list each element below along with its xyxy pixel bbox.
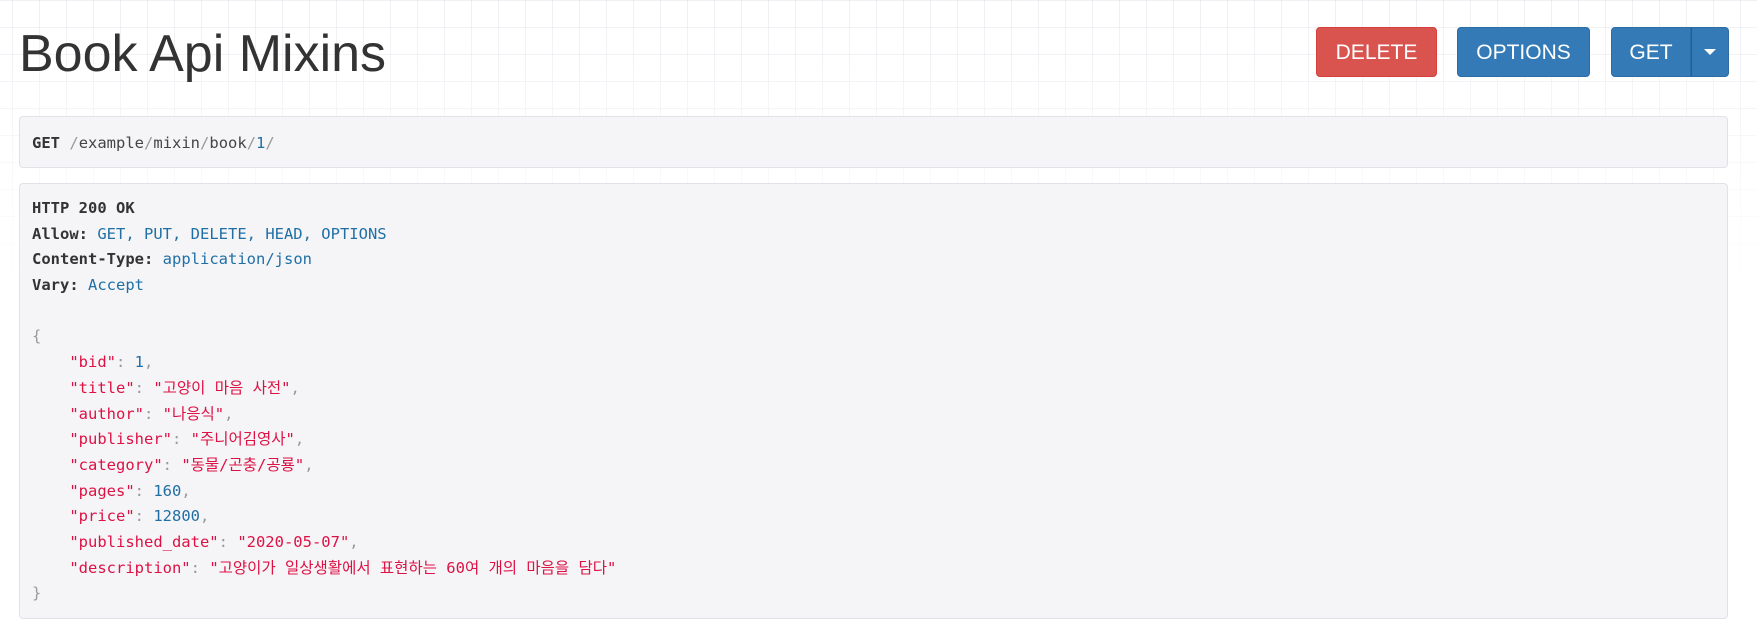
get-button[interactable]: GET	[1611, 27, 1691, 77]
request-info: GET /example/mixin/book/1/	[19, 116, 1728, 168]
breadcrumb-example[interactable]: example	[78, 134, 145, 152]
response-header-content-type: Content-Type: application/json	[32, 250, 312, 269]
response-info: HTTP 200 OK Allow: GET, PUT, DELETE, HEA…	[19, 183, 1728, 619]
json-field-author: "author": "나응식",	[69, 404, 234, 423]
json-field-description: "description": "고양이가 일상생활에서 표현하는 60여 개의 …	[69, 558, 617, 577]
caret-down-icon	[1704, 49, 1716, 55]
spacer	[32, 299, 1715, 325]
json-field-pages: "pages": 160,	[69, 481, 191, 500]
response-header-allow: Allow: GET, PUT, DELETE, HEAD, OPTIONS	[32, 224, 387, 243]
json-field-price: "price": 12800,	[69, 507, 210, 526]
response-header-vary: Vary: Accept	[32, 276, 145, 295]
json-field-category: "category": "동물/곤충/공룡",	[69, 455, 314, 474]
get-format-dropdown-toggle[interactable]	[1691, 27, 1729, 77]
breadcrumb-id[interactable]: 1	[256, 134, 266, 152]
breadcrumb-book[interactable]: book	[209, 134, 247, 152]
json-field-bid: "bid": 1,	[69, 353, 154, 372]
json-field-title: "title": "고양이 마음 사전",	[69, 378, 300, 397]
options-button[interactable]: OPTIONS	[1457, 27, 1590, 77]
delete-button[interactable]: DELETE	[1316, 27, 1437, 77]
json-field-published-date: "published_date": "2020-05-07",	[69, 532, 359, 551]
response-status: HTTP 200 OK	[32, 199, 135, 217]
get-button-group: GET	[1611, 27, 1729, 77]
json-open-brace: {	[32, 327, 42, 346]
request-method: GET	[32, 134, 60, 152]
json-close-brace: }	[32, 584, 42, 603]
request-path: /example/mixin/book/1/	[69, 134, 275, 152]
json-field-publisher: "publisher": "주니어김영사",	[69, 430, 305, 449]
page-title: Book Api Mixins	[19, 25, 387, 83]
breadcrumb-mixin[interactable]: mixin	[153, 134, 201, 152]
